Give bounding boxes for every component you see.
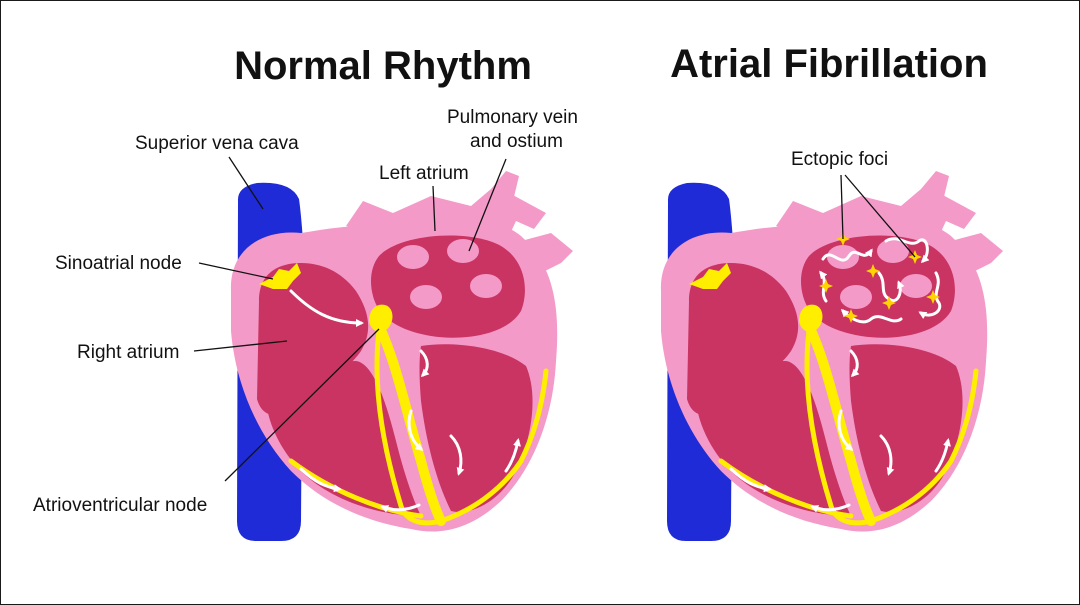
ectopic-foci-label: Ectopic foci <box>791 149 888 170</box>
svc-label: Superior vena cava <box>135 133 299 154</box>
signal-arrow-icon <box>879 434 895 476</box>
right-atrium-chamber <box>687 263 799 415</box>
purkinje-fibers <box>804 328 979 526</box>
sa-node-leader <box>198 262 274 280</box>
signal-arrow-icon <box>918 271 942 319</box>
signal-arrow-icon <box>821 248 873 262</box>
atrioventricular-node <box>799 304 823 332</box>
signal-arrow-icon <box>504 438 521 473</box>
left-ventricle-chamber <box>849 344 963 512</box>
pulmonary-ostium <box>827 245 859 269</box>
av-node-label: Atrioventricular node <box>33 495 207 516</box>
right-atrium-label: Right atrium <box>77 342 179 363</box>
right-ventricle-chamber <box>266 361 421 516</box>
pulmonary-vein-top <box>921 171 949 201</box>
atrial-fibrillation-title: Atrial Fibrillation <box>670 42 988 86</box>
ectopic-leader <box>844 174 916 258</box>
signal-arrow-icon <box>449 434 465 476</box>
signal-arrow-icon <box>419 349 430 378</box>
pulmonary-ostium <box>397 245 429 269</box>
sa-node-label: Sinoatrial node <box>55 253 182 274</box>
ectopic-leader <box>840 174 844 240</box>
signal-arrow-icon <box>729 467 772 493</box>
pulmonary-ostium <box>470 274 502 298</box>
pulmonary-vein-right <box>521 233 573 273</box>
pulmonary-ostium <box>900 274 932 298</box>
pulmonary-ostium <box>447 239 479 263</box>
pulmonary-leader <box>468 158 507 252</box>
left-atrium-leader <box>432 185 436 232</box>
left-atrium-label: Left atrium <box>379 163 469 184</box>
pulmonary-label-line2: and ostium <box>470 131 563 152</box>
signal-arrow-icon <box>934 438 951 473</box>
right-atrium-chamber <box>257 263 369 415</box>
normal-rhythm-title: Normal Rhythm <box>234 44 532 88</box>
afib-heart <box>660 171 1003 542</box>
signal-arrow-icon <box>884 237 930 264</box>
pulmonary-vein-right <box>951 233 1003 273</box>
sinoatrial-node <box>259 263 301 289</box>
purkinje-fibers <box>374 328 549 526</box>
av-node-leader <box>224 328 380 482</box>
pulmonary-ostium <box>877 239 909 263</box>
signal-arrow-icon <box>299 467 342 493</box>
svc-leader <box>228 156 264 210</box>
signal-arrow-icon <box>849 349 860 378</box>
right-ventricle-chamber <box>696 361 851 516</box>
pulmonary-ostium <box>410 285 442 309</box>
normal-heart <box>230 171 573 542</box>
signal-arrow-icon <box>380 503 421 513</box>
pulmonary-ostium <box>840 285 872 309</box>
right-atrium-leader <box>193 340 288 352</box>
pulmonary-label-line1: Pulmonary vein <box>447 107 578 128</box>
atrioventricular-node <box>369 304 393 332</box>
pulmonary-vein-top <box>491 171 519 201</box>
left-ventricle-chamber <box>419 344 533 512</box>
signal-arrow-icon <box>810 503 851 513</box>
signal-arrow-icon <box>407 409 424 451</box>
signal-arrow-icon <box>837 409 854 451</box>
signal-arrow-icon <box>289 289 364 327</box>
sinoatrial-node <box>689 263 731 289</box>
